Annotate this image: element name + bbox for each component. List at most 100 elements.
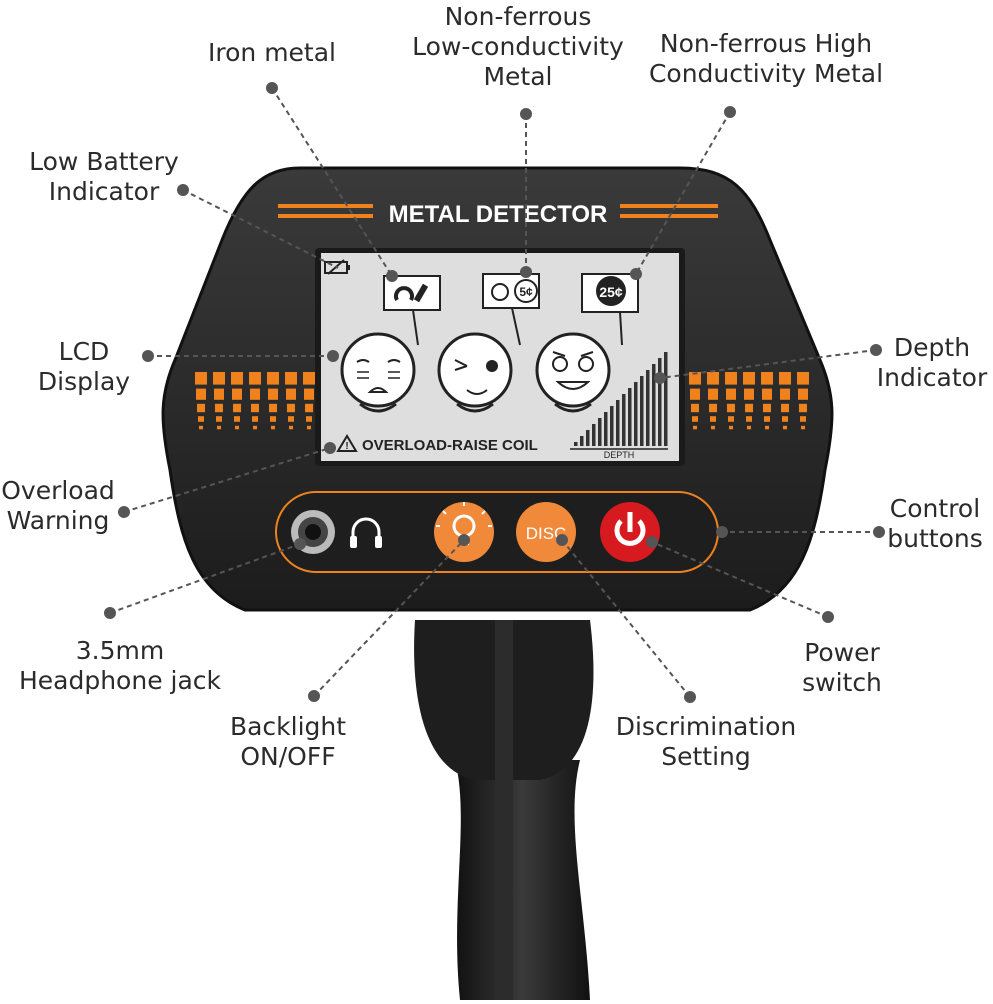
overload-warning: ! OVERLOAD-RAISE COIL <box>336 434 538 454</box>
pattern-square <box>725 372 737 385</box>
depth-bar <box>628 388 632 446</box>
depth-bar <box>640 376 644 446</box>
label-line: Discrimination <box>615 712 797 741</box>
pattern-square <box>693 425 697 430</box>
depth-bar <box>598 418 602 446</box>
label-line: Non-ferrous High <box>659 29 873 58</box>
pattern-square <box>746 416 752 422</box>
pattern-square <box>727 403 735 413</box>
callout-dots <box>104 82 885 703</box>
control-panel: DISC <box>275 491 719 573</box>
low-conductivity-face <box>437 332 513 413</box>
pattern-square <box>250 388 260 400</box>
pattern-square <box>307 425 311 430</box>
pattern-square <box>271 425 275 430</box>
pattern-square <box>213 372 225 385</box>
depth-bar <box>658 358 662 446</box>
depth-bar <box>610 406 614 446</box>
pattern-square <box>744 388 754 400</box>
pattern-square <box>743 372 755 385</box>
backlight-button[interactable] <box>434 502 494 562</box>
pattern-square <box>198 416 204 422</box>
power-button[interactable] <box>600 502 660 562</box>
label-depth-indicator: Depth Indicator <box>877 333 987 393</box>
label-line: Low-conductivity <box>412 32 624 61</box>
pattern-square <box>288 416 294 422</box>
device-title: METAL DETECTOR <box>389 201 608 228</box>
pattern-square <box>782 416 788 422</box>
label-backlight: Backlight ON/OFF <box>230 712 346 772</box>
lcd-screen: 5¢ 25¢ <box>315 248 685 466</box>
label-non-ferrous-low: Non-ferrous Low-conductivity Metal <box>412 2 624 92</box>
label-line: Metal <box>483 62 553 91</box>
pattern-square <box>800 416 806 422</box>
depth-bar <box>664 352 668 446</box>
pattern-square <box>234 416 240 422</box>
pattern-square <box>692 416 698 422</box>
pattern-square <box>306 416 312 422</box>
pattern-square <box>233 403 241 413</box>
label-line: LCD <box>58 337 110 366</box>
pattern-square <box>726 388 736 400</box>
depth-bar <box>652 364 656 446</box>
label-discrimination: Discrimination Setting <box>616 712 797 772</box>
pattern-square <box>235 425 239 430</box>
pattern-square <box>690 388 700 400</box>
label-line: Low Battery <box>29 147 179 176</box>
pattern-square <box>305 403 313 413</box>
pattern-square <box>708 388 718 400</box>
nickel-sign: 5¢ <box>482 273 540 346</box>
pattern-square <box>781 403 789 413</box>
pattern-square <box>304 388 314 400</box>
overload-text: OVERLOAD-RAISE COIL <box>362 437 538 454</box>
pattern-square <box>799 403 807 413</box>
pattern-square <box>195 372 207 385</box>
disc-button[interactable]: DISC <box>516 502 576 562</box>
high-conductivity-face <box>535 332 611 413</box>
pattern-square <box>253 425 257 430</box>
pattern-square <box>745 403 753 413</box>
pattern-square <box>286 388 296 400</box>
label-line: Indicator <box>876 363 988 392</box>
pattern-square <box>285 372 297 385</box>
pattern-square <box>728 416 734 422</box>
handle-shaft <box>414 620 594 1000</box>
pattern-square <box>762 388 772 400</box>
pattern-square <box>197 403 205 413</box>
pattern-square <box>709 403 717 413</box>
pattern-square <box>747 425 751 430</box>
pattern-square <box>798 388 808 400</box>
label-overload-warning: Overload Warning <box>1 476 115 536</box>
quarter-sign: 25¢ <box>581 273 639 346</box>
depth-bar <box>586 430 590 446</box>
label-line: ON/OFF <box>240 742 336 771</box>
pattern-square <box>711 425 715 430</box>
pattern-square <box>267 372 279 385</box>
label-line: Non-ferrous <box>444 2 592 31</box>
pattern-square <box>249 372 261 385</box>
label-lcd-display: LCD Display <box>38 337 130 397</box>
label-line: Headphone jack <box>18 666 222 695</box>
iron-metal-sign <box>383 275 441 346</box>
label-line: Warning <box>6 506 110 535</box>
label-line: Conductivity Metal <box>648 59 884 88</box>
quarter-coin-label: 25¢ <box>599 284 623 300</box>
label-line: Power <box>804 638 880 667</box>
label-line: Depth <box>893 333 971 362</box>
label-line: Iron metal <box>208 38 336 67</box>
label-line: Control <box>889 494 981 523</box>
svg-text:!: ! <box>345 441 348 452</box>
pattern-square <box>215 403 223 413</box>
pattern-square <box>764 416 770 422</box>
pattern-square <box>217 425 221 430</box>
pattern-square <box>196 388 206 400</box>
pattern-square <box>269 403 277 413</box>
pattern-square <box>303 372 315 385</box>
depth-bar <box>604 412 608 446</box>
pattern-square <box>779 372 791 385</box>
depth-bar <box>574 442 578 446</box>
depth-bar <box>622 394 626 446</box>
pattern-square <box>199 425 203 430</box>
pattern-square <box>216 416 222 422</box>
